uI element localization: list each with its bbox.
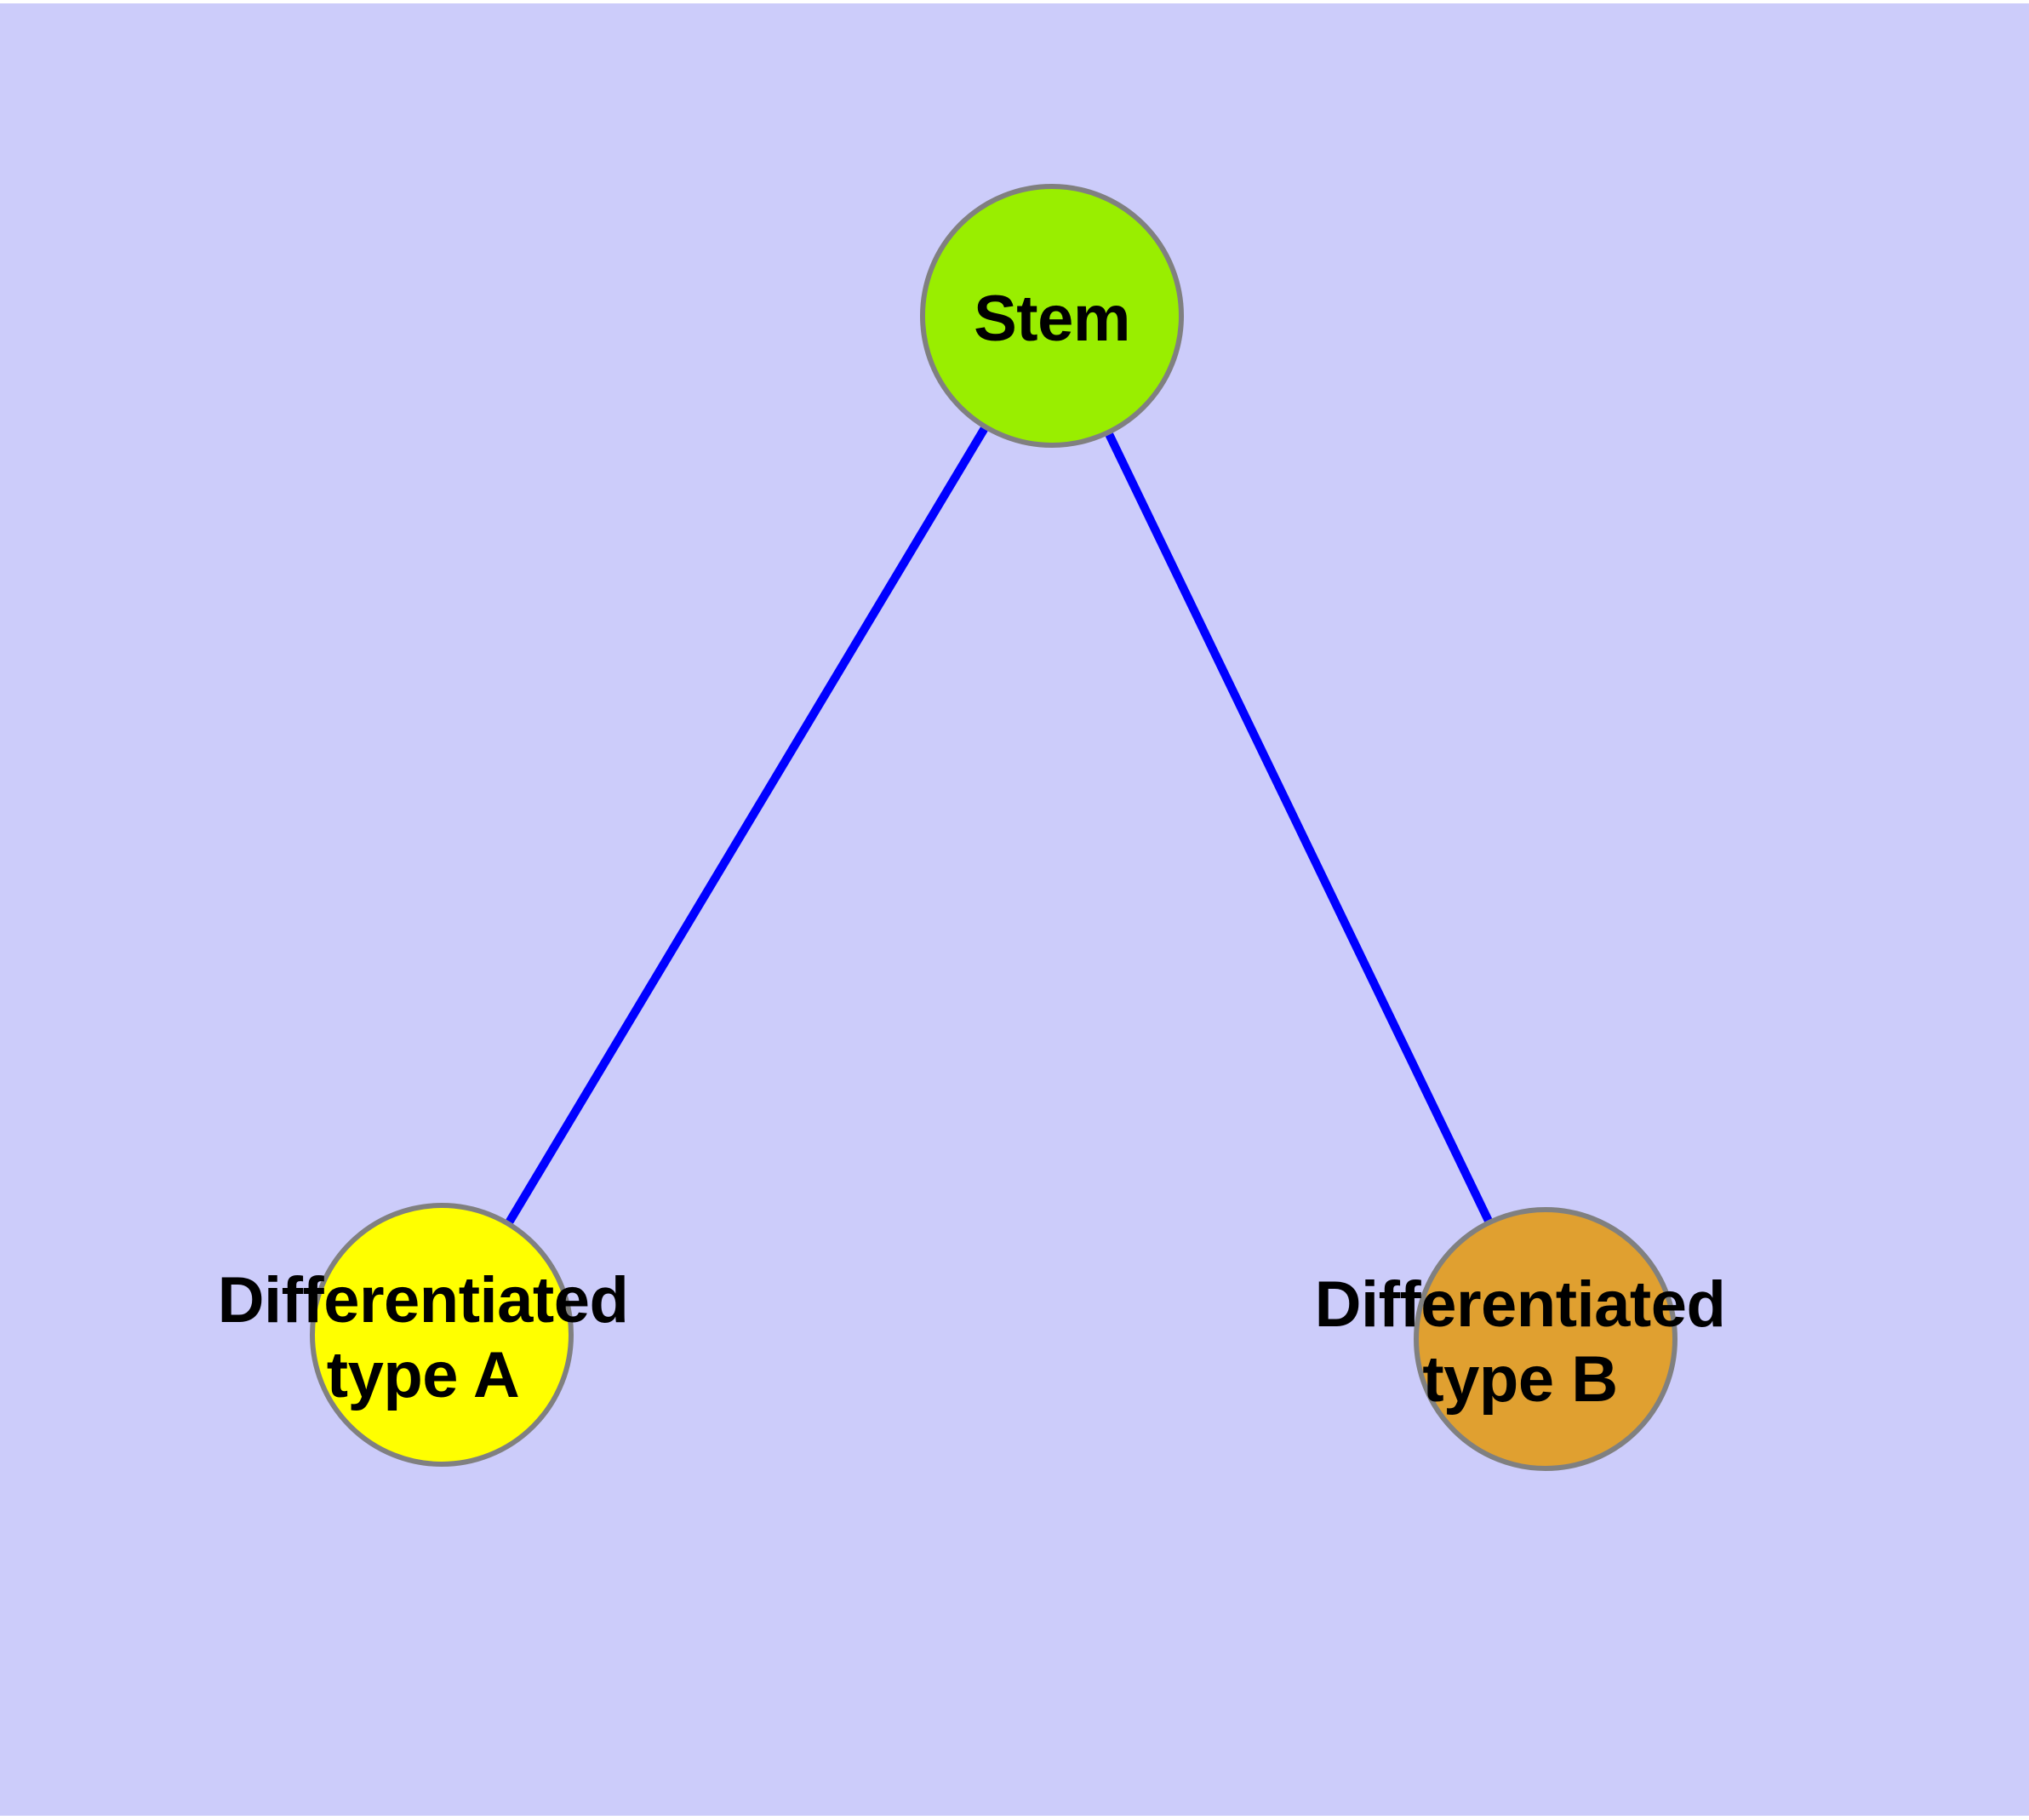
graph-svg (310, 184, 1677, 1471)
graph-node-diff_b[interactable] (1414, 1207, 1677, 1471)
node-label-line: type B (1422, 1343, 1618, 1416)
edges-group (506, 426, 1493, 1224)
node-label-line: type A (326, 1339, 520, 1411)
graph-edge-stem-to-diff_a (506, 426, 988, 1224)
node-label-line: Differentiated (217, 1264, 629, 1336)
node-label-stem: Stem (974, 282, 1130, 357)
node-label-line: Stem (974, 283, 1130, 355)
graph-edge-stem-to-diff_b (1105, 432, 1493, 1222)
graph-node-stem[interactable] (920, 184, 1184, 448)
node-label-line: Differentiated (1314, 1268, 1726, 1341)
graph-node-diff_a[interactable] (310, 1203, 574, 1467)
nodes-group (310, 184, 1677, 1471)
